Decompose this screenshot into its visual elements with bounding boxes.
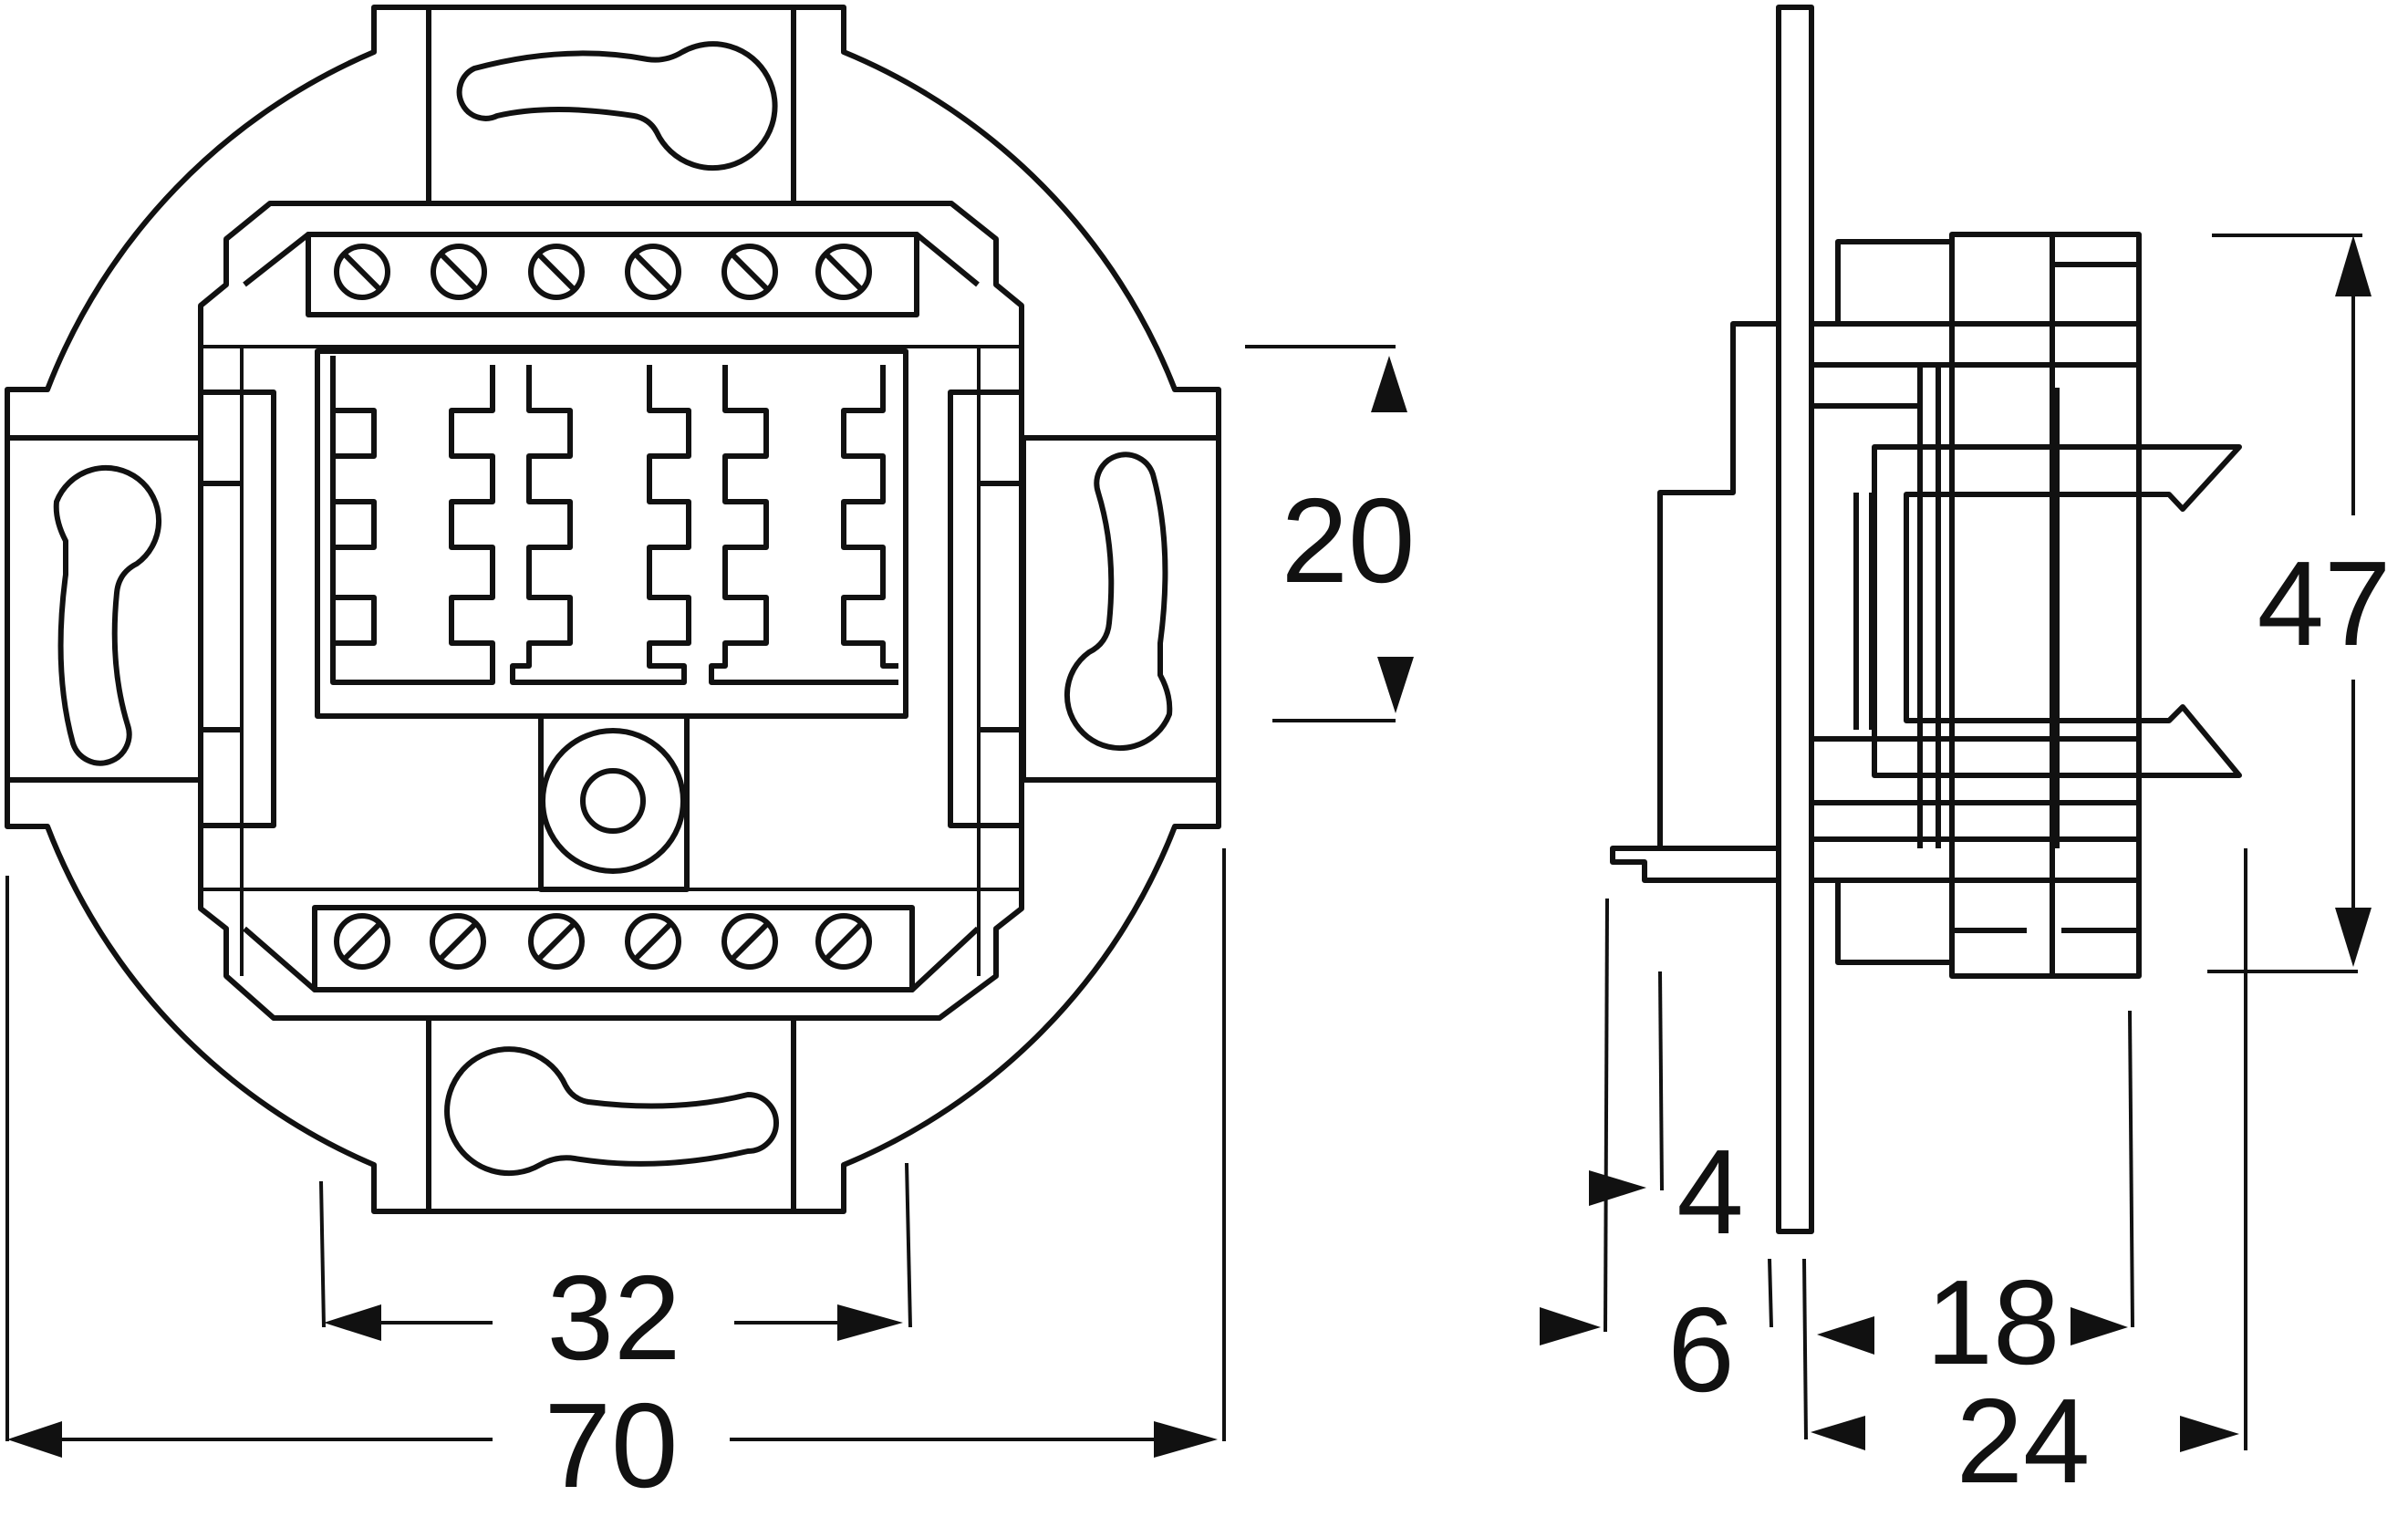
top-keyhole xyxy=(456,41,778,171)
screw-icon xyxy=(721,913,778,970)
dim-4-label: 4 xyxy=(1676,1125,1743,1259)
rear-housing xyxy=(1610,321,1779,883)
screw-slot xyxy=(632,251,674,293)
dim-4-extension xyxy=(1604,898,1609,1333)
screw-icon xyxy=(334,244,390,300)
center-socket-ring xyxy=(540,728,686,874)
side-view xyxy=(1610,5,2242,1234)
dim-6-arrow xyxy=(1540,1307,1601,1345)
right-keyhole xyxy=(1064,452,1173,752)
screw-icon xyxy=(815,913,872,970)
screw-icon xyxy=(334,913,390,970)
dim-4-extension xyxy=(1658,971,1664,1191)
top-terminal-block xyxy=(306,232,919,317)
screw-icon xyxy=(528,913,585,970)
front-view xyxy=(5,5,1221,1214)
dim-6-label: 6 xyxy=(1667,1283,1734,1417)
inner-body xyxy=(198,201,1024,1021)
dim-70-arrow xyxy=(7,1421,62,1458)
bottom-keyhole xyxy=(444,1046,779,1177)
dim-24-extension xyxy=(1802,1258,1808,1440)
terminal-screws xyxy=(334,244,872,970)
screw-slot xyxy=(535,920,577,962)
dim-47-label: 47 xyxy=(2258,536,2392,670)
dim-18-extension xyxy=(1768,1258,1773,1328)
dim-18-arrow xyxy=(2071,1307,2128,1345)
left-side-rail xyxy=(198,390,276,828)
screw-icon xyxy=(625,244,681,300)
dim-47-arrow xyxy=(2335,235,2372,296)
dim-4-arrow xyxy=(1589,1170,1646,1206)
outer-frame xyxy=(5,5,1221,1214)
screw-slot xyxy=(438,251,480,293)
dim-32-arrow xyxy=(837,1304,903,1341)
screw-slot xyxy=(729,251,771,293)
screw-slot xyxy=(823,920,865,962)
screw-icon xyxy=(625,913,681,970)
screw-icon xyxy=(431,244,487,300)
screw-slot xyxy=(729,920,771,962)
dim-18-extension xyxy=(2128,1010,2134,1328)
right-side-rail xyxy=(948,390,1024,828)
dim-32-arrow xyxy=(324,1304,381,1341)
connector-module xyxy=(315,348,908,719)
center-socket-hole xyxy=(580,768,646,834)
dim-47-arrow xyxy=(2335,908,2372,967)
dim-24-arrow xyxy=(2180,1416,2239,1452)
dim-20-label: 20 xyxy=(1282,473,1416,608)
clip-arrow xyxy=(1872,444,2242,778)
dim-18-arrow xyxy=(1817,1316,1874,1355)
dim-20-arrow xyxy=(1377,657,1414,713)
screw-icon xyxy=(528,244,585,300)
dim-32-extension xyxy=(905,1162,912,1328)
dim-70-label: 70 xyxy=(545,1378,679,1512)
screw-slot xyxy=(632,920,674,962)
screw-slot xyxy=(823,251,865,293)
dimension-lines: 70 32 20 47 4 6 18 xyxy=(5,234,2392,1512)
left-mount-tab xyxy=(5,435,203,783)
right-mount-tab xyxy=(1021,435,1221,783)
screw-icon xyxy=(815,244,872,300)
mounting-plate xyxy=(1776,5,1814,1234)
bottom-mount-tab xyxy=(426,1015,796,1214)
dim-18-label: 18 xyxy=(1926,1255,2060,1389)
bottom-terminal-block xyxy=(312,905,915,992)
screw-slot xyxy=(341,920,383,962)
dim-32-label: 32 xyxy=(547,1251,681,1385)
screw-slot xyxy=(341,251,383,293)
dim-24-label: 24 xyxy=(1956,1374,2091,1508)
screw-icon xyxy=(721,244,778,300)
dim-70-arrow xyxy=(1154,1421,1218,1458)
dim-32-extension xyxy=(319,1180,326,1328)
screw-icon xyxy=(430,913,486,970)
center-socket-housing xyxy=(538,713,690,892)
front-housing xyxy=(1811,232,2142,979)
dim-20-arrow xyxy=(1371,356,1407,412)
connector-contacts xyxy=(330,356,898,685)
dim-24-arrow xyxy=(1811,1416,1865,1450)
left-keyhole xyxy=(53,464,162,766)
top-mount-tab xyxy=(426,5,796,206)
screw-slot xyxy=(437,920,479,962)
screw-slot xyxy=(535,251,577,293)
